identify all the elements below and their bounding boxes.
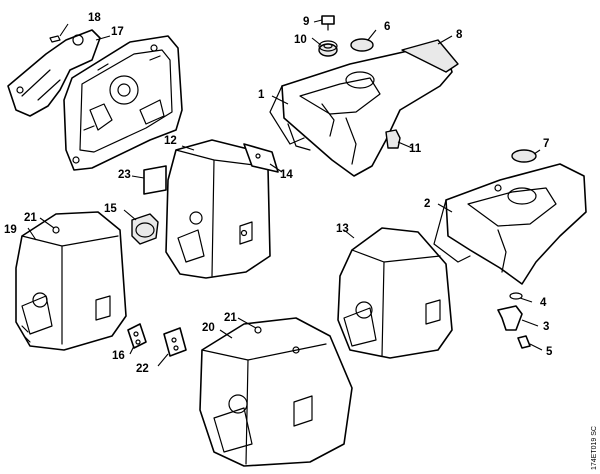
part-22-clip [163, 327, 187, 357]
callout-22: 22 [136, 363, 149, 375]
callout-21-left: 21 [24, 212, 37, 224]
document-id: 174ET019 SC [591, 426, 598, 470]
part-14-plate [243, 143, 279, 173]
part-15-knob [131, 213, 159, 245]
callout-15: 15 [104, 203, 117, 215]
callout-9: 9 [303, 16, 309, 28]
callout-14: 14 [280, 169, 293, 181]
callout-16: 16 [112, 350, 125, 362]
part-18-gasket-plate [7, 29, 101, 117]
leader-lines [27, 19, 543, 367]
part-12-shroud-housing [165, 139, 271, 279]
callout-2: 2 [424, 198, 430, 210]
callout-23: 23 [118, 169, 131, 181]
part-19-shroud-housing [15, 211, 127, 351]
callout-4: 4 [540, 297, 547, 309]
part-9-screw [321, 15, 335, 31]
part-20-shroud-housing [199, 317, 353, 467]
part-23-label [143, 165, 167, 195]
part-2-top-shroud [433, 163, 587, 285]
callout-5: 5 [546, 346, 553, 358]
part-1-top-shroud [269, 45, 453, 177]
part-7-plug [511, 149, 537, 163]
callout-20: 20 [202, 322, 215, 334]
callout-labels: 18 17 9 6 10 8 1 11 12 14 23 15 7 2 21 1… [4, 12, 553, 375]
callout-13: 13 [336, 223, 349, 235]
callout-1: 1 [258, 89, 265, 101]
part-13-shroud-housing [337, 227, 453, 359]
callout-12: 12 [164, 135, 177, 147]
callout-18: 18 [88, 12, 101, 24]
part-5-screw [517, 335, 531, 349]
part-3-bracket [497, 305, 523, 331]
callout-8: 8 [456, 29, 463, 41]
part-6-plug [350, 38, 374, 52]
callout-21-bottom: 21 [224, 312, 237, 324]
part-4-ring [509, 292, 523, 300]
callout-6: 6 [384, 21, 390, 33]
callout-19: 19 [4, 224, 17, 236]
callout-3: 3 [543, 321, 549, 333]
callout-7: 7 [543, 138, 549, 150]
part-17-sprocket-cover [63, 35, 183, 171]
callout-10: 10 [294, 34, 307, 46]
part-11-grommet [385, 129, 401, 149]
part-16-clip [127, 323, 147, 349]
part-10-bushing [318, 40, 338, 57]
part-8-seal-strip [401, 39, 459, 73]
callout-17: 17 [111, 26, 124, 38]
callout-11: 11 [409, 143, 422, 155]
